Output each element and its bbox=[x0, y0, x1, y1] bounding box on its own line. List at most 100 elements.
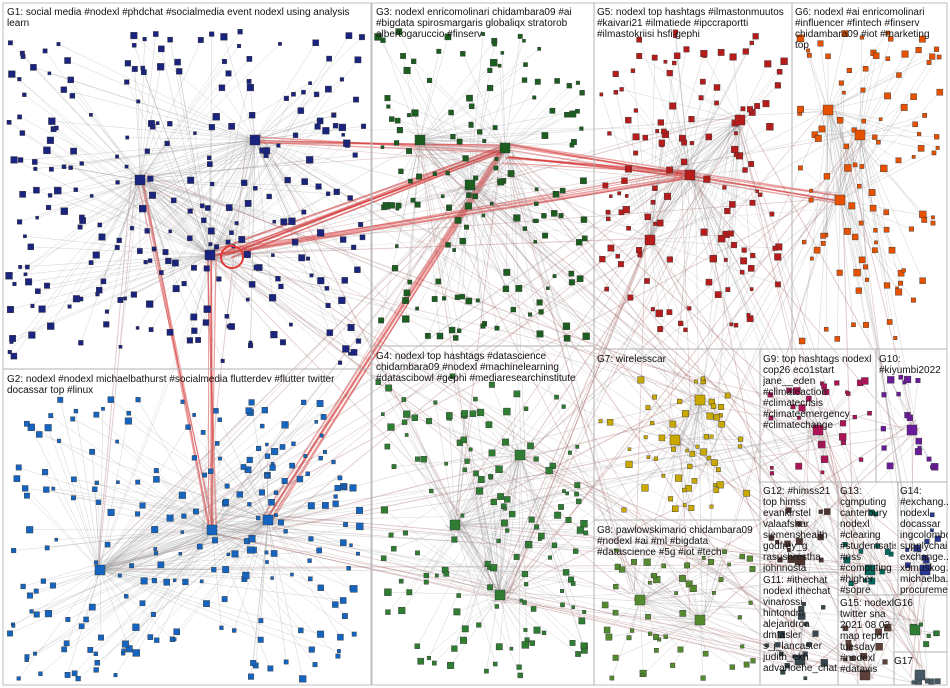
node-g3 bbox=[466, 192, 472, 198]
node-g4 bbox=[513, 390, 521, 398]
node-g8 bbox=[740, 644, 745, 649]
node-g2 bbox=[222, 566, 230, 573]
node-g1 bbox=[114, 245, 120, 250]
node-g12 bbox=[786, 548, 791, 552]
node-g16 bbox=[918, 622, 923, 627]
node-g7 bbox=[713, 414, 721, 421]
node-g9 bbox=[858, 457, 864, 462]
node-g6 bbox=[806, 48, 810, 53]
node-g2 bbox=[264, 453, 271, 459]
node-g5 bbox=[633, 150, 639, 156]
node-g5 bbox=[700, 228, 708, 236]
node-g6 bbox=[884, 92, 891, 100]
node-g10 bbox=[930, 464, 935, 470]
node-g2 bbox=[20, 583, 26, 590]
node-g2 bbox=[88, 603, 96, 611]
node-g8 bbox=[631, 559, 637, 565]
node-g1 bbox=[284, 176, 291, 184]
node-g4 bbox=[541, 630, 547, 636]
node-g4 bbox=[496, 538, 501, 544]
node-g5 bbox=[605, 209, 611, 215]
node-g7 bbox=[713, 483, 717, 487]
node-g6 bbox=[858, 220, 864, 226]
node-g2 bbox=[95, 499, 102, 505]
node-g5 bbox=[733, 322, 739, 328]
node-g2 bbox=[87, 647, 94, 653]
node-g6 bbox=[864, 277, 869, 282]
node-g1 bbox=[125, 135, 130, 140]
node-g11 bbox=[812, 630, 819, 637]
node-g6 bbox=[848, 202, 856, 210]
node-g6 bbox=[834, 336, 841, 342]
node-g1 bbox=[30, 64, 37, 71]
node-g5 bbox=[717, 49, 725, 56]
node-g14 bbox=[905, 562, 911, 569]
node-g5 bbox=[748, 161, 755, 167]
node-g5 bbox=[762, 100, 770, 108]
node-g7 bbox=[668, 496, 674, 502]
node-g2 bbox=[303, 454, 308, 459]
node-g5 bbox=[733, 152, 739, 158]
node-g4 bbox=[503, 506, 507, 511]
node-g1 bbox=[155, 121, 160, 126]
node-g4 bbox=[537, 537, 542, 541]
node-g1 bbox=[263, 147, 271, 155]
node-g13 bbox=[842, 542, 848, 547]
node-g1 bbox=[45, 204, 52, 211]
node-g3 bbox=[502, 285, 510, 293]
node-g1 bbox=[225, 70, 232, 77]
node-g2 bbox=[316, 400, 324, 407]
node-g2 bbox=[246, 456, 253, 463]
node-g1 bbox=[25, 264, 30, 270]
node-g1 bbox=[157, 63, 165, 71]
node-g5 bbox=[689, 141, 694, 146]
node-g5 bbox=[742, 48, 749, 55]
node-g4 bbox=[524, 582, 529, 587]
node-g5 bbox=[617, 261, 624, 268]
node-g2 bbox=[113, 673, 118, 678]
node-g4 bbox=[578, 617, 586, 625]
node-g3 bbox=[448, 109, 454, 116]
node-g2 bbox=[298, 627, 304, 634]
node-g1 bbox=[187, 176, 195, 184]
node-g1 bbox=[60, 207, 68, 215]
hub-node-g8 bbox=[634, 594, 646, 606]
node-g5 bbox=[636, 53, 643, 59]
node-g1 bbox=[78, 340, 84, 346]
node-g6 bbox=[896, 72, 902, 78]
node-g2 bbox=[277, 519, 284, 526]
node-g5 bbox=[666, 309, 673, 315]
node-g5 bbox=[683, 327, 688, 333]
node-g5 bbox=[714, 100, 719, 106]
node-g2 bbox=[291, 441, 296, 446]
node-g2 bbox=[49, 582, 56, 589]
node-g5 bbox=[624, 194, 629, 198]
node-g4 bbox=[569, 640, 576, 646]
node-g1 bbox=[316, 117, 324, 125]
node-g5 bbox=[774, 253, 782, 261]
node-g7 bbox=[677, 398, 683, 405]
node-g4 bbox=[497, 493, 504, 500]
node-g1 bbox=[88, 260, 94, 266]
node-g5 bbox=[656, 219, 664, 227]
node-g5 bbox=[713, 84, 721, 91]
node-g1 bbox=[95, 292, 100, 297]
node-g2 bbox=[94, 560, 99, 565]
node-g1 bbox=[221, 58, 227, 64]
node-g3 bbox=[523, 62, 528, 67]
node-g7 bbox=[709, 504, 714, 509]
node-g3 bbox=[494, 325, 500, 331]
node-g2 bbox=[107, 396, 115, 403]
node-g1 bbox=[165, 257, 172, 265]
node-g3 bbox=[424, 332, 431, 339]
node-g2 bbox=[94, 480, 99, 485]
node-g5 bbox=[749, 199, 756, 206]
node-g1 bbox=[210, 181, 215, 187]
node-g3 bbox=[534, 78, 541, 85]
node-g3 bbox=[459, 237, 466, 245]
node-g2 bbox=[264, 550, 269, 555]
node-g7 bbox=[718, 404, 725, 410]
node-g4 bbox=[380, 506, 389, 514]
node-g3 bbox=[497, 63, 502, 68]
node-g6 bbox=[820, 241, 826, 246]
